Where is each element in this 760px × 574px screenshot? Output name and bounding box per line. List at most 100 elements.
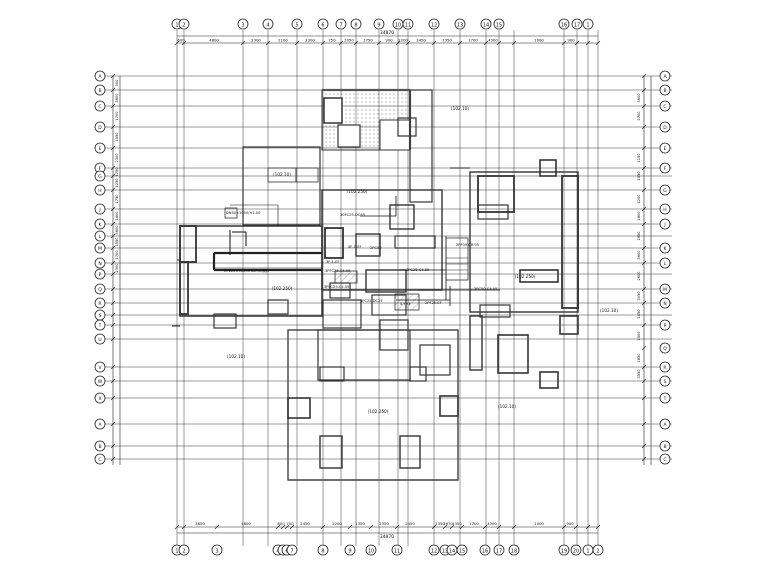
dimension-tick [110,421,116,427]
equipment-label: DN50×1050/×1.00 [226,211,261,215]
room-level-label: (102.250) [515,274,536,279]
dimension-tick [641,187,647,193]
top-axis-label: 7 [339,23,342,29]
left-axis-bubble [94,121,106,133]
dimension-tick [641,300,647,306]
top-dimension-text: 750 [328,38,336,43]
wall-block [469,315,483,371]
top-axis-bubble [317,18,329,30]
dimension-tick [394,524,400,530]
top-axis-label: 8 [354,23,357,29]
dimension-tick [240,40,246,46]
right-dimension-text: 1150 [637,153,641,163]
shaft-box [379,119,411,151]
bottom-axis-label: 15 [459,549,465,555]
room-level-label: (102.10) [498,404,516,409]
top-axis-label: 3 [241,23,244,29]
right-axis-label: T [663,396,667,402]
right-axis-label: Q [663,346,667,352]
left-axis-label: B [98,444,101,450]
top-axis-bubble [350,18,362,30]
bottom-axis-bubble [493,544,505,556]
top-axis-label: 5 [295,23,298,29]
bottom-axis-label: 1 [175,549,178,555]
equipment-label: 3PC50-C4.05 [474,287,497,291]
wall-block [559,315,579,335]
dimension-tick [585,524,591,530]
dimension-tick [595,524,601,530]
dimension-tick [482,524,488,530]
left-axis-label: N [98,261,101,267]
wall-block [213,313,237,329]
dimension-tick [181,40,187,46]
dimension-tick [483,40,489,46]
dimension-tick [110,233,116,239]
left-axis-bubble [94,268,106,280]
dimension-tick [595,40,601,46]
dimension-tick [110,336,116,342]
dimension-tick [641,364,647,370]
left-axis-bubble [94,242,106,254]
dimension-tick [110,173,116,179]
right-axis-label: H [663,207,666,213]
dimension-tick [496,524,502,530]
right-axis-bubble [659,361,671,373]
dimension-tick [110,187,116,193]
bottom-axis-label: 16 [482,549,488,555]
dimension-tick [110,378,116,384]
top-dimension-text: 2300 [251,38,261,43]
dimension-tick [511,40,517,46]
left-axis-bubble [94,418,106,430]
wall-block [267,299,289,315]
bottom-dimension-text: 900 [566,521,574,526]
equipment-label: 3F-1-EF [326,260,340,264]
bottom-dimension-text: 1700 [469,521,479,526]
valve-box [224,207,238,219]
bottom-axis-bubble [456,544,468,556]
left-axis-label: A [98,422,102,428]
room-level-label: (102.250) [347,189,368,194]
left-dimension-text: 3600 [115,93,119,103]
bottom-axis-label: 2 [182,549,185,555]
bottom-dimension-text: 1670 [443,521,453,526]
bottom-total-dimension: 34870 [380,534,394,540]
right-axis-label: L [664,261,667,267]
left-axis-bubble [94,453,106,465]
dimension-tick [110,245,116,251]
dimension-tick [294,40,300,46]
top-axis-label: 2 [182,23,185,29]
left-axis-label: L [99,234,102,240]
right-dimension-text: 1200 [637,194,641,204]
top-axis-label: 13 [457,23,463,29]
left-dimension-text: 1750 [115,194,119,204]
top-axis-label: 10 [395,23,401,29]
top-dimension-text: 2100 [278,38,288,43]
dimension-tick [431,524,437,530]
wall-block [561,175,579,309]
right-dimension-text: 1500 [637,331,641,341]
top-axis-label: 4 [266,23,269,29]
lower-room [317,329,411,381]
top-dimension-text: 2200 [398,38,408,43]
right-axis-label: J [663,222,665,228]
right-axis-bubble [659,70,671,82]
top-total-dimension: 34870 [380,30,394,36]
dimension-tick [110,395,116,401]
top-dimension-text: 2300 [305,38,315,43]
dimension-tick [110,443,116,449]
top-axis-bubble [178,18,190,30]
wall-block [519,269,559,283]
room-outline [242,146,321,226]
top-axis-label: 15 [496,23,502,29]
wall-block [539,371,559,389]
dimension-tick [496,40,502,46]
dimension-tick [338,40,344,46]
dimension-tick [442,524,448,530]
left-axis-label: D [98,125,102,131]
dimension-tick [574,40,580,46]
top-dimension-text: 900 [567,38,575,43]
dimension-tick [110,456,116,462]
right-axis-bubble [659,392,671,404]
left-axis-bubble [94,230,106,242]
dimension-tick [585,40,591,46]
